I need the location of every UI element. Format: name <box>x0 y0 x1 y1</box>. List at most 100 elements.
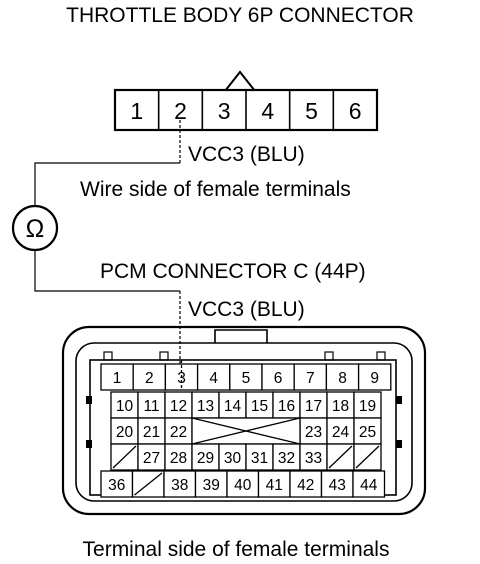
pcm-pin-41: 41 <box>266 477 283 494</box>
pcm-pin-cell <box>196 363 231 391</box>
pcm-pin-44: 44 <box>360 477 378 494</box>
pcm-pin-32: 32 <box>278 450 295 467</box>
pcm-pin-7: 7 <box>306 370 315 387</box>
pcm-latch <box>214 329 268 343</box>
pcm-pin-cell <box>353 417 382 445</box>
pcm-pin-cell <box>163 470 197 498</box>
pcm-pin-cell <box>191 443 220 471</box>
pcm-pin-29: 29 <box>197 450 214 467</box>
pcm-pin-1: 1 <box>113 370 122 387</box>
pcm-pin-38: 38 <box>171 477 188 494</box>
pcm-pin-40: 40 <box>234 477 252 494</box>
pcm-view-note: Terminal side of female terminals <box>83 538 390 561</box>
throttle-pin-4: 4 <box>261 98 274 124</box>
pcm-pin-cell <box>137 443 166 471</box>
pcm-pin-36: 36 <box>108 477 125 494</box>
throttle-view-note: Wire side of female terminals <box>80 178 351 201</box>
pcm-pin-23: 23 <box>305 424 322 441</box>
pcm-pin-5: 5 <box>242 370 251 387</box>
pcm-pin-cell <box>218 391 247 419</box>
pcm-pin-30: 30 <box>224 450 242 467</box>
pcm-pin-14: 14 <box>224 398 242 415</box>
test-lead <box>34 120 181 386</box>
pcm-outer-shell <box>61 325 427 516</box>
ohm-symbol: Ω <box>26 215 45 243</box>
pcm-index-tab <box>159 351 169 361</box>
throttle-pin-5: 5 <box>305 98 318 124</box>
pcm-pin-20: 20 <box>116 424 134 441</box>
pcm-side-key <box>396 396 402 404</box>
ohmmeter-circle <box>11 204 59 252</box>
pcm-pin-cell <box>110 391 139 419</box>
pcm-pin-2: 2 <box>145 370 154 387</box>
pcm-index-tab <box>376 351 386 361</box>
pcm-pin-cell <box>245 391 274 419</box>
pcm-pin-22: 22 <box>170 424 187 441</box>
ohmmeter-icon: Ω <box>11 204 59 252</box>
pcm-pin-cell <box>293 363 328 391</box>
pcm-inner-shell <box>75 342 413 502</box>
pcm-pin-cell <box>245 443 274 471</box>
throttle-pin-3: 3 <box>218 98 231 124</box>
connector-lock-tab <box>224 70 256 92</box>
pcm-pin-28: 28 <box>170 450 187 467</box>
pcm-pin-25: 25 <box>359 424 376 441</box>
pcm-pin-15: 15 <box>251 398 268 415</box>
pcm-pin-cell <box>299 443 328 471</box>
pcm-pin-cell <box>352 470 386 498</box>
pcm-pin-13: 13 <box>197 398 214 415</box>
pcm-pin-12: 12 <box>170 398 187 415</box>
throttle-pin-2: 2 <box>174 98 187 124</box>
wire-upper <box>34 162 180 205</box>
pcm-pin-39: 39 <box>203 477 220 494</box>
throttle-pin-6: 6 <box>349 98 362 124</box>
pcm-pin-43: 43 <box>329 477 346 494</box>
pcm-pin-cell <box>261 363 295 391</box>
pcm-pin-8: 8 <box>338 370 347 387</box>
pcm-pin-4: 4 <box>209 370 218 387</box>
pcm-pin-17: 17 <box>305 398 322 415</box>
pcm-pin-cell <box>299 417 328 445</box>
throttle-pin-1: 1 <box>130 98 143 124</box>
pcm-pin-21: 21 <box>143 424 160 441</box>
pcm-pin-cell <box>194 470 228 498</box>
pcm-pin-cell <box>357 363 392 391</box>
pcm-probe-label: VCC3 (BLU) <box>188 298 305 321</box>
throttle-connector: 1 2 3 4 5 6 <box>113 88 379 132</box>
pcm-pin-cell <box>325 363 360 391</box>
pcm-pin-cell <box>164 443 193 471</box>
pcm-blank-slash <box>112 445 137 469</box>
pcm-blank-slash <box>355 445 380 469</box>
pcm-pin-cell <box>272 443 301 471</box>
throttle-connector-title: THROTTLE BODY 6P CONNECTOR <box>66 4 414 27</box>
pcm-pin-42: 42 <box>297 477 314 494</box>
pcm-pin-9: 9 <box>370 370 379 387</box>
pcm-pin-33: 33 <box>305 450 322 467</box>
pcm-pin-10: 10 <box>116 398 134 415</box>
pcm-blank-cross <box>191 417 301 445</box>
throttle-probe-label: VCC3 (BLU) <box>188 143 305 166</box>
pcm-pin-11: 11 <box>143 398 159 415</box>
pcm-pin-18: 18 <box>332 398 349 415</box>
pcm-pin-31: 31 <box>251 450 268 467</box>
pcm-side-key <box>396 440 402 448</box>
pcm-pin-cell <box>132 363 167 391</box>
pcm-pin-19: 19 <box>359 398 376 415</box>
pcm-pin-3: 3 <box>177 370 186 387</box>
pcm-side-key <box>86 396 92 404</box>
pcm-blank-slash <box>328 445 353 469</box>
pcm-pin-24: 24 <box>332 424 350 441</box>
pcm-index-tab <box>324 351 334 361</box>
pcm-index-tab <box>103 351 113 361</box>
pcm-pin-6: 6 <box>274 370 283 387</box>
pcm-pin-cell <box>191 391 220 419</box>
pcm-blank-slash <box>134 472 163 496</box>
wire-lower <box>34 250 180 292</box>
pcm-side-key <box>86 440 92 448</box>
pcm-connector-title: PCM CONNECTOR C (44P) <box>100 260 366 283</box>
pcm-pin-27: 27 <box>143 450 160 467</box>
pcm-pin-16: 16 <box>278 398 295 415</box>
pcm-pin-cell <box>257 470 291 498</box>
